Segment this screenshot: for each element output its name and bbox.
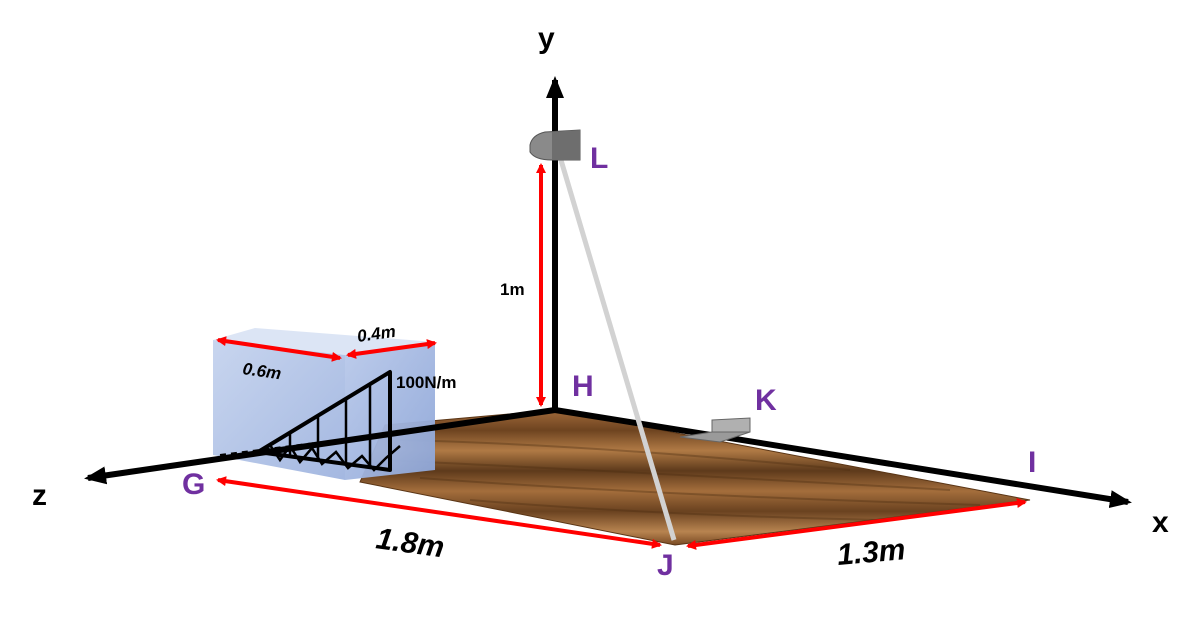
point-label-H: H (572, 370, 594, 403)
dim-arrow-0-6m (216, 336, 342, 362)
cable-LJ (555, 149, 677, 541)
point-label-K: K (755, 384, 777, 417)
point-label-G: G (182, 468, 205, 501)
dim-label-1m: 1m (500, 280, 525, 299)
y-axis-label: y (538, 22, 555, 55)
dim-arrow-1-3m (686, 498, 1027, 550)
dim-label-1-8m: 1.8m (374, 522, 446, 564)
dim-label-1-3m: 1.3m (836, 533, 907, 572)
distributed-load (256, 370, 401, 472)
dim-arrow-0-4m (346, 339, 437, 359)
point-label-I: I (1028, 446, 1036, 479)
z-axis-label: z (32, 479, 47, 512)
x-axis (554, 407, 1132, 509)
bracket-icon (679, 417, 751, 443)
hinge-bracket-icon (529, 129, 581, 161)
hidden-line (219, 427, 436, 456)
point-label-L: L (590, 142, 608, 175)
point-label-J: J (657, 549, 674, 582)
dim-arrow-1-8m (216, 476, 662, 549)
x-axis-label: x (1152, 506, 1169, 539)
load-label: 100N/m (396, 373, 456, 392)
z-axis (84, 407, 556, 485)
